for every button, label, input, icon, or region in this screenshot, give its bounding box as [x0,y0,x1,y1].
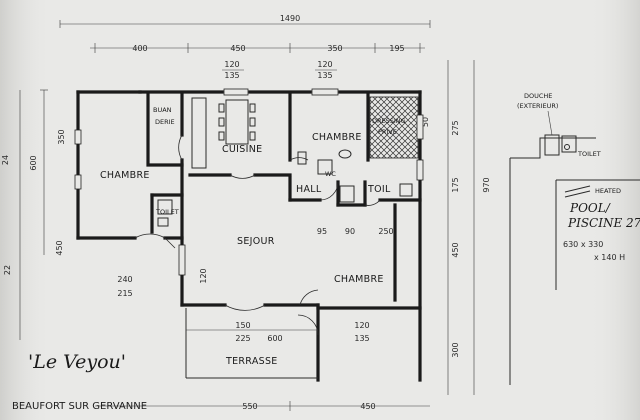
dim-top-seg-3: 350 [327,44,342,53]
dim-sejour-wall: 120 [199,268,208,283]
dim-under-chambre-1: 120 [354,321,369,330]
dim-right-total: 970 [482,177,491,192]
dim-left-lower: 450 [55,240,64,255]
dim-sub-b-1: 120 [317,60,332,69]
dim-under-chambre-2: 135 [354,334,369,343]
piscine-label: PISCINE 27° [567,216,640,230]
kitchen-counter [191,97,207,169]
dim-sub-b-2: 135 [317,71,332,80]
room-hall: HALL [296,184,322,195]
dim-hall-a: 95 [317,227,327,236]
pool-dims-label: 630 x 330 [563,240,603,249]
dim-under-sejour-2: 225 [235,334,250,343]
dim-bedroom-left-2: 215 [117,289,132,298]
dim-right-bottom: 300 [451,342,460,357]
dim-right-top: 275 [451,120,460,135]
room-toil: TOIL [367,184,391,195]
room-toilet-left: TOILET [155,208,179,216]
top-dimensions: 1490 400 450 350 195 120 135 120 135 [59,14,431,80]
dim-terrasse-width: 600 [267,334,282,343]
room-chambre-bottom: CHAMBRE [334,274,384,285]
dim-overall-width: 1490 [280,14,300,23]
dim-top-seg-1: 400 [132,44,147,53]
dim-left-outer: 24 [1,155,10,165]
room-buanderie-line-2: DERIE [155,118,175,126]
room-sejour: SEJOUR [237,236,275,247]
dim-bottom-seg-2: 450 [360,402,375,411]
room-wc: WC [325,170,336,178]
terrasse-area [185,308,318,379]
dim-right-mid-a: 50 [421,117,430,127]
dim-chambre-width: 250 [378,227,393,236]
exterieur-label: (EXTERIEUR) [517,102,558,110]
room-dressing-line-1: DRESSING [372,117,406,125]
dim-sub-a-2: 135 [224,71,239,80]
dim-top-seg-2: 450 [230,44,245,53]
dim-right-mid-b: 175 [451,177,460,192]
dim-left-bottom: 22 [3,265,12,275]
room-terrasse: TERRASSE [225,356,278,367]
windows [74,88,424,276]
room-dressing-line-2: PRIVE [378,128,397,136]
pool-label: POOL/ [569,201,612,215]
title-block: 'Le Veyou' BEAUFORT SUR GERVANNE [12,351,147,412]
pool-heated-label: HEATED [595,187,621,195]
pool-depth-label: x 140 H [594,253,625,262]
outdoor-toilet-label: TOILET [577,150,601,158]
dim-bedroom-left-1: 240 [117,275,132,284]
dim-left-total: 600 [29,155,38,170]
outdoor-shower: DOUCHE (EXTERIEUR) TOILET [509,92,601,385]
bottom-dimensions: 150 225 600 120 135 550 450 [95,321,430,411]
dim-right-lower: 450 [451,242,460,257]
dim-hall-b: 90 [345,227,355,236]
dim-bottom-seg-1: 550 [242,402,257,411]
pool: HEATED POOL/ PISCINE 27° 630 x 330 x 140… [555,179,640,290]
right-dimensions: 275 50 175 970 450 300 [421,60,491,395]
douche-label: DOUCHE [524,92,552,100]
inner-dimensions: 240 215 120 95 90 250 [117,227,393,298]
room-chambre-left: CHAMBRE [100,170,150,181]
dim-under-sejour-1: 150 [235,321,250,330]
house-name: 'Le Veyou' [28,351,126,373]
room-labels: CHAMBRE BUAN DERIE CUISINE CHAMBRE DRESS… [100,106,406,367]
dim-top-seg-4: 195 [389,44,404,53]
room-buanderie-line-1: BUAN [153,106,172,114]
room-cuisine: CUISINE [222,144,262,155]
bathroom-fixtures [157,149,413,227]
room-chambre-top: CHAMBRE [312,132,362,143]
doors [134,134,381,336]
kitchen-table [218,99,256,145]
dim-sub-a-1: 120 [224,60,239,69]
left-dimensions: 24 600 350 450 22 [1,89,66,340]
dim-left-partial: 350 [57,129,66,144]
location-label: BEAUFORT SUR GERVANNE [12,401,147,412]
